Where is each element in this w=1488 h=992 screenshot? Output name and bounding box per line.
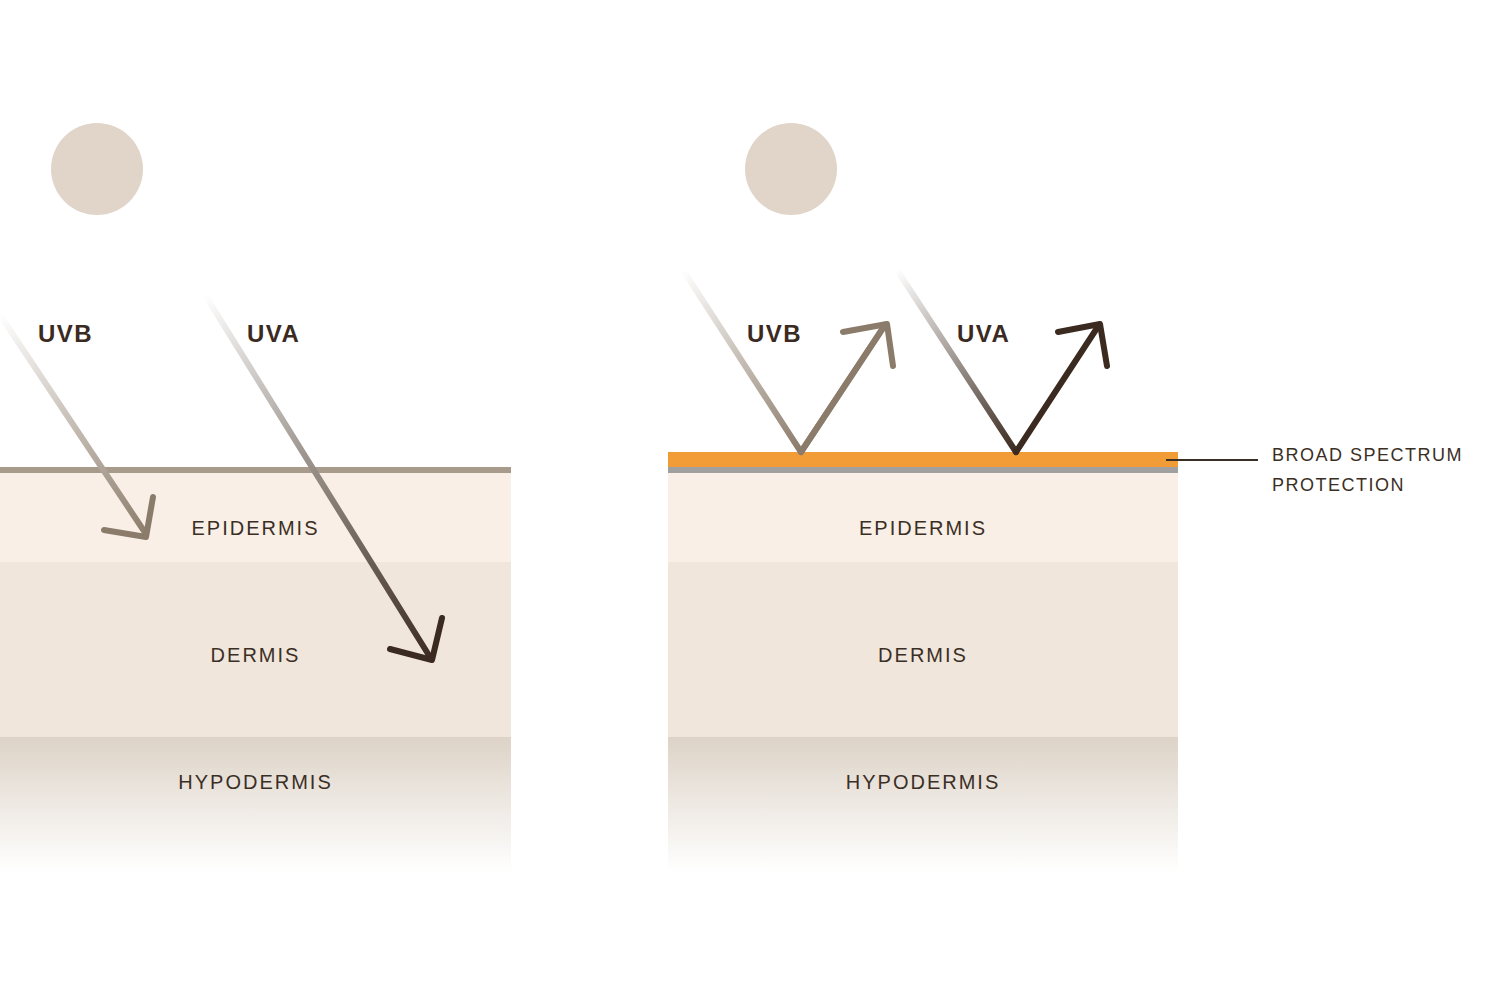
- epidermis-layer: [0, 470, 511, 562]
- sunscreen-layer: [668, 452, 1178, 467]
- layer-name: EPIDERMIS: [859, 517, 987, 540]
- uvb-reflected: [801, 325, 885, 452]
- layer-name: DERMIS: [211, 644, 301, 667]
- uva-ray: [897, 270, 1016, 452]
- ray-label: UVA: [957, 320, 1010, 348]
- layer-name: HYPODERMIS: [178, 771, 332, 794]
- uva-ray: [205, 295, 430, 657]
- sun: [51, 123, 143, 215]
- arrowhead: [390, 618, 442, 660]
- skin-surface: [668, 466, 1178, 473]
- skin-surface: [0, 467, 511, 473]
- sun: [745, 123, 837, 215]
- skin-layer-band: DERMIS: [668, 600, 1178, 710]
- ray-label: UVA: [247, 320, 300, 348]
- uva-reflected: [1016, 325, 1099, 452]
- skin-layer-band: HYPODERMIS: [0, 737, 511, 827]
- skin-layer-band: HYPODERMIS: [668, 737, 1178, 827]
- skin-layer-band: EPIDERMIS: [0, 473, 511, 583]
- ray-label: UVB: [747, 320, 802, 348]
- dermis-layer: [0, 562, 511, 737]
- arrowhead: [843, 324, 893, 366]
- epidermis-layer: [668, 470, 1178, 562]
- arrowhead: [104, 497, 153, 537]
- arrowhead: [1058, 324, 1107, 366]
- hypodermis-layer: [668, 737, 1178, 872]
- leader-line: [1166, 459, 1258, 461]
- uvb-ray: [683, 270, 885, 452]
- uvb-ray: [0, 315, 146, 534]
- ray-label: UVB: [38, 320, 93, 348]
- layer-name: HYPODERMIS: [846, 771, 1000, 794]
- layer-name: DERMIS: [878, 644, 968, 667]
- dermis-layer: [668, 562, 1178, 737]
- skin-layer-band: EPIDERMIS: [668, 473, 1178, 583]
- layer-name: EPIDERMIS: [191, 517, 319, 540]
- callout-label: BROAD SPECTRUM PROTECTION: [1272, 440, 1472, 500]
- skin-layer-band: DERMIS: [0, 600, 511, 710]
- hypodermis-layer: [0, 737, 511, 872]
